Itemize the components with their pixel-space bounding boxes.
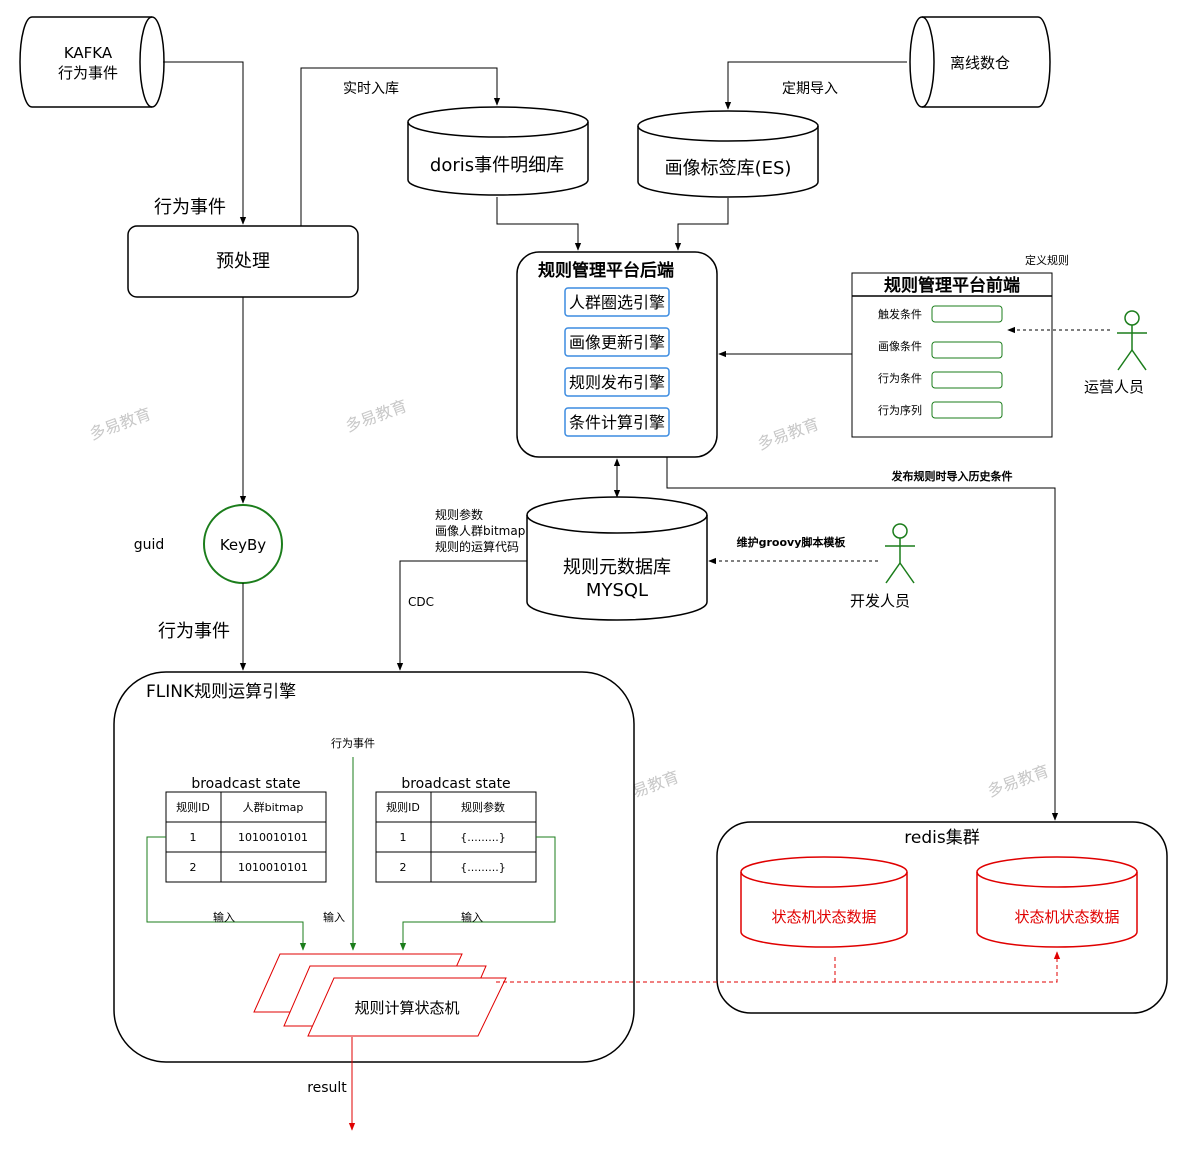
frontend-title: 规则管理平台前端 xyxy=(884,275,1020,296)
backend-engine: 人群圈选引擎 xyxy=(564,287,670,317)
input-label: 输入 xyxy=(213,910,235,924)
keyby-node: KeyBy xyxy=(203,504,283,584)
frontend-platform: 规则管理平台前端 触发条件 画像条件 行为条件 行为序列 xyxy=(851,272,1053,438)
input-label: 输入 xyxy=(461,910,483,924)
broadcast-table-left: broadcast state 规则ID 人群bitmap 1 10100101… xyxy=(165,776,327,883)
backend-title: 规则管理平台后端 xyxy=(538,260,674,281)
flink-event-label: 行为事件 xyxy=(331,737,375,750)
engine-label: 条件计算引擎 xyxy=(569,413,665,432)
watermark: 多易教育 xyxy=(755,414,822,454)
meta-db: 规则元数据库 MYSQL xyxy=(526,496,708,621)
actor-icon xyxy=(1124,310,1140,326)
table-cell: 2 xyxy=(190,861,197,874)
field-label: 画像条件 xyxy=(878,339,922,353)
field-label: 行为序列 xyxy=(878,403,922,417)
table-cell: 1010010101 xyxy=(238,861,308,874)
backend-engine: 条件计算引擎 xyxy=(564,407,670,437)
frontend-field: 行为序列 xyxy=(878,401,1003,419)
flink-engine: FLINK规则运算引擎 行为事件 broadcast state 规则ID 人群… xyxy=(113,671,635,1063)
redis-store: 状态机状态数据 xyxy=(740,856,908,948)
redis-store: 状态机状态数据 xyxy=(976,856,1138,948)
table-caption: broadcast state xyxy=(401,776,510,792)
profile-es-store: 画像标签库(ES) xyxy=(637,110,819,198)
redis-cluster: redis集群 状态机状态数据 状态机状态数据 xyxy=(716,821,1168,1014)
table-header: 规则参数 xyxy=(461,800,505,814)
state-machine-label: 规则计算状态机 xyxy=(354,999,459,1017)
kafka-label: KAFKA xyxy=(64,44,113,62)
field-input[interactable] xyxy=(931,305,1003,323)
redis-store-label: 状态机状态数据 xyxy=(1014,908,1119,926)
edge-label: 实时入库 xyxy=(343,81,399,97)
flink-title: FLINK规则运算引擎 xyxy=(146,682,296,702)
table-header: 人群bitmap xyxy=(243,800,304,814)
engine-label: 画像更新引擎 xyxy=(569,333,665,352)
frontend-field: 画像条件 xyxy=(878,339,1003,359)
edge-label: 定义规则 xyxy=(1025,253,1069,267)
table-header: 规则ID xyxy=(386,800,420,814)
profile-es-label: 画像标签库(ES) xyxy=(665,158,792,179)
field-input[interactable] xyxy=(931,341,1003,359)
ops-actor-label: 运营人员 xyxy=(1084,378,1144,396)
backend-platform: 规则管理平台后端 人群圈选引擎 画像更新引擎 规则发布引擎 条件计算引擎 xyxy=(516,251,718,458)
watermark: 多易教育 xyxy=(87,404,154,444)
edge-label: 行为事件 xyxy=(158,621,230,642)
meta-db-label: 规则元数据库 xyxy=(563,557,671,578)
frontend-field: 行为条件 xyxy=(878,371,1003,389)
state-machine-stack: 规 规 规则计算状态机 xyxy=(253,953,507,1037)
edge-label: 画像人群bitmap xyxy=(435,524,525,538)
engine-label: 人群圈选引擎 xyxy=(569,293,665,312)
frontend-field: 触发条件 xyxy=(878,305,1003,323)
edge-label: 行为事件 xyxy=(154,197,226,218)
table-cell: 1010010101 xyxy=(238,831,308,844)
table-cell: 1 xyxy=(400,831,407,844)
edge-label: 规则参数 xyxy=(435,507,483,522)
doris-label: doris事件明细库 xyxy=(430,155,564,176)
meta-db-sublabel: MYSQL xyxy=(586,580,648,601)
dev-actor xyxy=(885,523,915,584)
watermark: 多易教育 xyxy=(985,761,1052,801)
actor-icon xyxy=(892,523,908,539)
input-label: 输入 xyxy=(323,910,345,924)
kafka-sublabel: 行为事件 xyxy=(58,64,118,82)
redis-store-label: 状态机状态数据 xyxy=(771,908,876,926)
keyby-label: KeyBy xyxy=(220,536,266,554)
edge-label: 定期导入 xyxy=(782,81,838,97)
table-caption: broadcast state xyxy=(191,776,300,792)
table-cell: {.........} xyxy=(460,831,505,844)
broadcast-table-right: broadcast state 规则ID 规则参数 1 {.........} … xyxy=(375,776,537,883)
backend-engine: 画像更新引擎 xyxy=(564,327,670,357)
watermark: 多易教育 xyxy=(343,396,410,436)
kafka-source: KAFKA 行为事件 xyxy=(19,16,165,108)
edge-label: 发布规则时导入历史条件 xyxy=(891,469,1013,483)
edges: 行为事件 实时入库 定期导入 定义规则 发布规则时导入历史条件 维护groovy… xyxy=(134,61,1110,1131)
edge-label: 规则的运算代码 xyxy=(435,539,519,554)
field-input[interactable] xyxy=(931,371,1003,389)
doris-store: doris事件明细库 xyxy=(407,106,589,196)
edge-label: result xyxy=(307,1080,347,1096)
field-label: 行为条件 xyxy=(878,371,922,385)
table-cell: 2 xyxy=(400,861,407,874)
dev-actor-label: 开发人员 xyxy=(850,592,910,610)
redis-title: redis集群 xyxy=(904,828,979,848)
preprocess-label: 预处理 xyxy=(216,251,270,272)
table-cell: {.........} xyxy=(460,861,505,874)
offline-warehouse-label: 离线数仓 xyxy=(950,54,1010,72)
edge-label: guid xyxy=(134,537,165,553)
state-machine-front: 规则计算状态机 xyxy=(307,977,507,1037)
field-label: 触发条件 xyxy=(878,307,922,321)
engine-label: 规则发布引擎 xyxy=(569,373,665,392)
table-cell: 1 xyxy=(190,831,197,844)
offline-warehouse: 离线数仓 xyxy=(909,16,1051,108)
edge-label: CDC xyxy=(408,595,434,609)
field-input[interactable] xyxy=(931,401,1003,419)
input-edges: 输入 输入 输入 xyxy=(146,757,556,951)
edge-label: 维护groovy脚本模板 xyxy=(737,535,847,549)
backend-engine: 规则发布引擎 xyxy=(564,367,670,397)
preprocess-box: 预处理 xyxy=(127,225,359,298)
table-header: 规则ID xyxy=(176,800,210,814)
ops-actor xyxy=(1117,310,1147,371)
